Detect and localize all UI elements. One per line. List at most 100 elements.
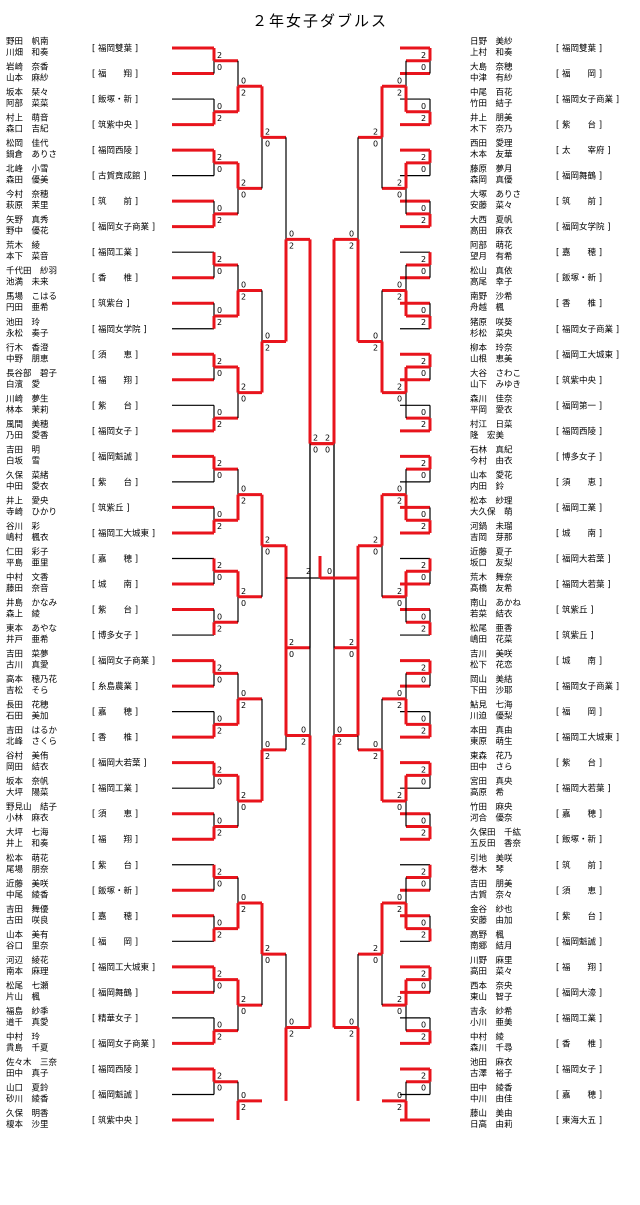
match-score: 2 (373, 944, 378, 953)
team-name: [ 筑紫中央 ] (556, 375, 602, 386)
match-score: 2 (313, 434, 318, 443)
team-name: [ 太 宰府 ] (556, 145, 611, 156)
team-name: [ 筑 前 ] (556, 860, 602, 871)
match-score: 0 (217, 675, 222, 684)
match-score: 2 (217, 216, 222, 225)
team-name: [ 須 恵 ] (556, 885, 602, 896)
player-name: 中尾 百花 (470, 87, 513, 98)
match-score: 0 (241, 76, 246, 85)
team-name: [ 須 恵 ] (92, 809, 138, 820)
match-score: 2 (421, 114, 426, 123)
team-name: [ 福岡女学院 ] (92, 324, 147, 335)
player-name: 南本 麻理 (6, 966, 49, 977)
match-score: 0 (421, 919, 426, 928)
team-name: [ 飯塚・新 ] (556, 834, 602, 845)
match-score: 2 (373, 536, 378, 545)
team-name: [ 福岡工業 ] (92, 247, 138, 258)
team-name: [ 嘉 穂 ] (556, 247, 602, 258)
player-name: 仁田 彩子 (6, 546, 49, 557)
team-name: [ 福岡西陵 ] (92, 1064, 138, 1075)
player-name: 森上 綾 (6, 609, 41, 620)
player-name: 坂本 奈帆 (6, 776, 49, 787)
match-score: 2 (421, 51, 426, 60)
team-name: [ 嘉 穂 ] (92, 707, 138, 718)
match-score: 2 (397, 701, 402, 710)
match-score: 2 (301, 738, 306, 747)
match-score: 2 (241, 383, 246, 392)
match-score: 2 (373, 752, 378, 761)
player-name: 川迫 優梨 (470, 711, 513, 722)
match-score: 2 (217, 357, 222, 366)
player-name: 本田 真由 (470, 725, 513, 736)
player-name: 千代田 紗羽 (6, 266, 57, 277)
player-name: 北峰 小雪 (6, 164, 49, 175)
team-name: [ 香 椎 ] (556, 1038, 602, 1049)
player-name: 森田 優美 (6, 175, 49, 186)
player-name: 池田 麻衣 (470, 1057, 513, 1068)
match-score: 0 (217, 267, 222, 276)
match-score: 0 (241, 485, 246, 494)
match-score: 2 (217, 318, 222, 327)
player-name: 大坪 陽菜 (6, 787, 49, 798)
player-name: 山根 恵美 (470, 353, 513, 364)
player-name: 長田 花穂 (6, 700, 49, 711)
player-name: 中津 有紗 (470, 73, 513, 84)
match-score: 2 (241, 587, 246, 596)
match-score: 0 (421, 880, 426, 889)
match-score: 0 (217, 63, 222, 72)
match-score: 2 (241, 178, 246, 187)
player-name: 久保田 千紘 (470, 827, 522, 838)
match-score: 0 (265, 740, 270, 749)
player-name: 村上 萌音 (6, 113, 49, 124)
match-score: 0 (241, 280, 246, 289)
match-score: 0 (325, 446, 330, 455)
player-name: 坂口 友梨 (470, 557, 513, 568)
team-name: [ 紫 台 ] (556, 120, 602, 131)
player-name: 松下 花恋 (470, 660, 513, 671)
player-name: 尾場 朋奈 (6, 864, 49, 875)
match-score: 0 (397, 893, 402, 902)
player-name: 平島 亜里 (6, 557, 49, 568)
player-name: 長谷部 碧子 (6, 368, 58, 379)
match-score: 2 (217, 765, 222, 774)
match-score: 2 (217, 868, 222, 877)
player-name: 久保 菜緒 (6, 470, 49, 481)
team-name: [ 飯塚・新 ] (92, 885, 138, 896)
player-name: 高尾 幸子 (470, 277, 513, 288)
match-score: 2 (397, 791, 402, 800)
match-score: 2 (421, 318, 426, 327)
match-score: 2 (397, 587, 402, 596)
match-score: 0 (217, 306, 222, 315)
player-name: 佐々木 三奈 (6, 1057, 58, 1068)
match-score: 0 (397, 803, 402, 812)
match-score: 2 (217, 114, 222, 123)
player-name: 田中 さら (470, 762, 513, 773)
player-name: 木本 友華 (470, 149, 513, 160)
player-name: 南山 あかね (470, 598, 522, 609)
match-score: 0 (397, 1091, 402, 1100)
match-score: 2 (265, 752, 270, 761)
player-name: 高田 菜々 (470, 966, 513, 977)
player-name: 川畑 和奏 (6, 47, 49, 58)
player-name: 風間 美穂 (6, 419, 49, 430)
match-score: 2 (397, 88, 402, 97)
player-name: 松岡 佳代 (6, 138, 49, 149)
match-score: 0 (349, 650, 354, 659)
team-name: [ 福岡大若葉 ] (556, 783, 611, 794)
team-name: [ 福岡女子商業 ] (556, 94, 619, 105)
match-score: 2 (241, 995, 246, 1004)
match-score: 0 (421, 982, 426, 991)
team-name: [ 福岡工大城東 ] (92, 962, 155, 973)
match-score: 2 (397, 292, 402, 301)
player-name: 森川 佳奈 (470, 393, 513, 404)
match-score: 2 (421, 216, 426, 225)
match-score: 0 (265, 332, 270, 341)
player-name: 吉田 はるか (6, 726, 58, 736)
team-name: [ 須 恵 ] (556, 477, 602, 488)
player-name: 荒木 舞奈 (470, 572, 513, 583)
team-name: [ 福岡第一 ] (556, 400, 602, 411)
player-name: 南野 沙希 (470, 291, 513, 302)
team-name: [ 福岡工業 ] (556, 502, 602, 513)
player-name: 大島 奈穂 (470, 62, 513, 73)
match-score: 0 (217, 1084, 222, 1093)
